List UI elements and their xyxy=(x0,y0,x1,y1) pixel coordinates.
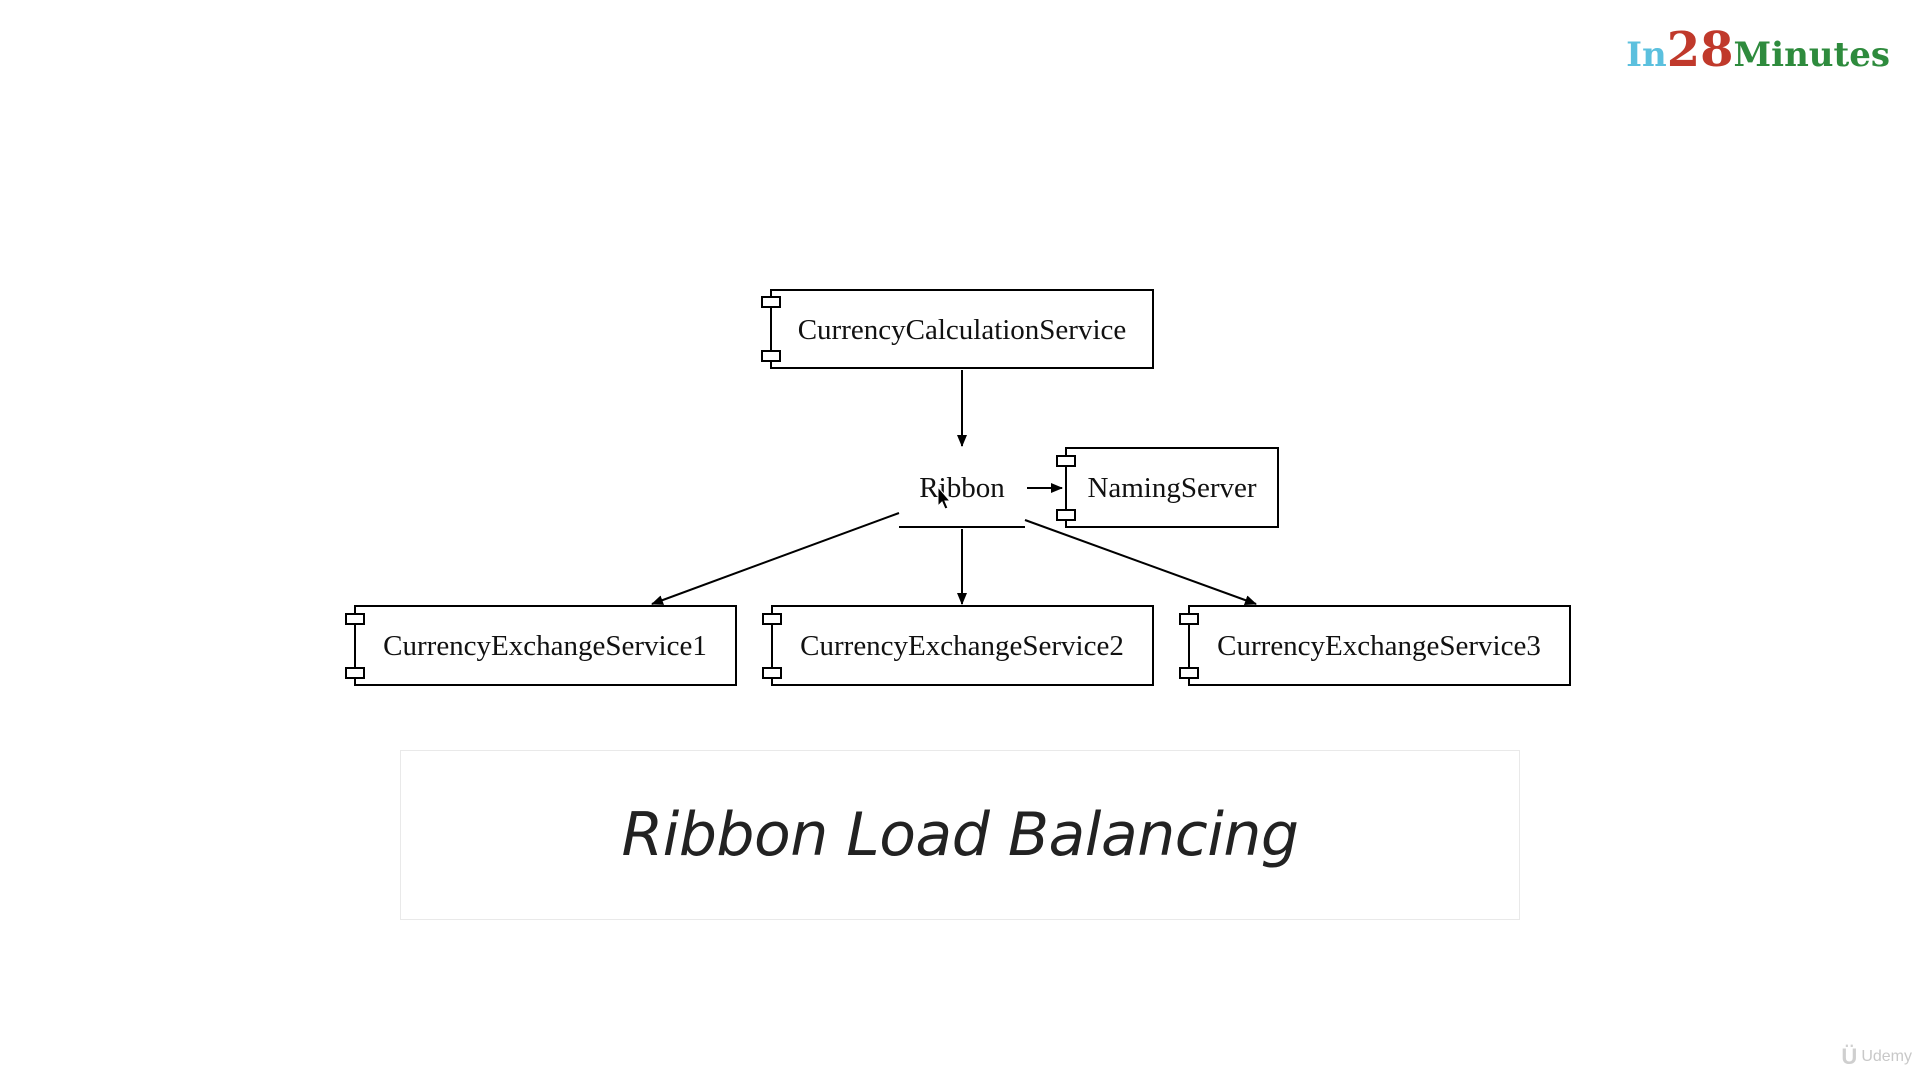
node-label-naming: NamingServer xyxy=(1087,472,1256,504)
node-label-ex2: CurrencyExchangeService2 xyxy=(800,630,1124,662)
component-diagram: CurrencyCalculationService Ribbon Naming… xyxy=(345,289,1571,686)
brand-logo-minutes: Minutes xyxy=(1733,35,1890,75)
node-label-ex1: CurrencyExchangeService1 xyxy=(383,630,707,662)
brand-logo-in: In xyxy=(1626,35,1667,75)
mouse-cursor-icon xyxy=(937,485,952,510)
node-currency-exchange-service-1: CurrencyExchangeService1 xyxy=(345,605,737,686)
node-label-calc: CurrencyCalculationService xyxy=(798,314,1127,346)
node-ribbon: Ribbon xyxy=(899,472,1025,528)
edge-ribbon-to-ex3 xyxy=(1024,519,1257,605)
udemy-logo-icon: Ü xyxy=(1841,1044,1858,1069)
node-naming-server: NamingServer xyxy=(1056,447,1279,528)
node-label-ribbon: Ribbon xyxy=(919,472,1005,504)
node-currency-exchange-service-2: CurrencyExchangeService2 xyxy=(762,605,1154,686)
caption-box: Ribbon Load Balancing xyxy=(400,750,1520,920)
node-label-ex3: CurrencyExchangeService3 xyxy=(1217,630,1541,662)
edge-ribbon-to-ex1 xyxy=(651,512,900,605)
udemy-watermark: Ü Udemy xyxy=(1841,1044,1912,1070)
watermark-text: Udemy xyxy=(1861,1048,1912,1065)
brand-logo-28: 28 xyxy=(1666,22,1734,78)
caption-title: Ribbon Load Balancing xyxy=(621,800,1299,870)
node-currency-exchange-service-3: CurrencyExchangeService3 xyxy=(1179,605,1571,686)
node-currency-calculation-service: CurrencyCalculationService xyxy=(761,289,1154,369)
